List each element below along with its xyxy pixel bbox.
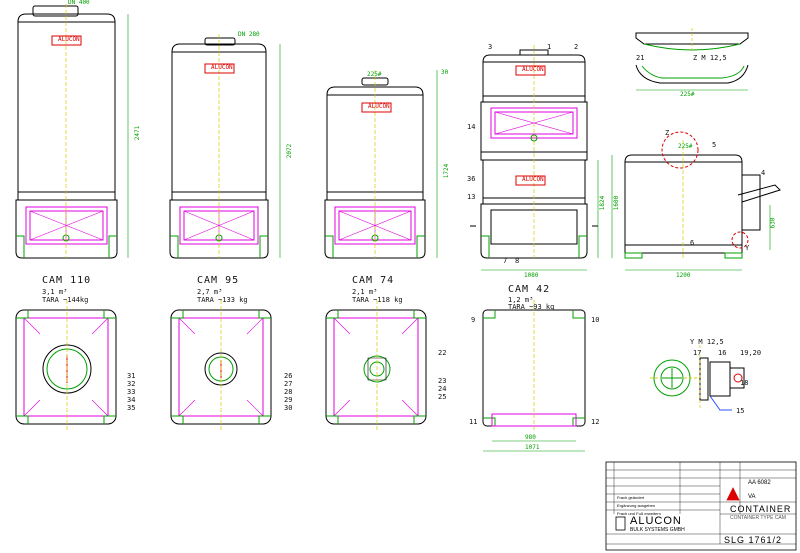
item-4: 4 [761, 169, 766, 177]
rev-row-2: Ergänzung ausgeben [617, 503, 656, 508]
item-29: 29 [284, 396, 293, 404]
item-11: 11 [469, 418, 478, 426]
detail-z [635, 28, 749, 91]
cam42-title: CAM 42 [508, 284, 551, 295]
cam74-tara: TARA ~118 kg [352, 296, 403, 304]
item-32: 32 [127, 380, 136, 388]
item-7: 7 [503, 257, 508, 265]
item-25: 25 [438, 393, 447, 401]
cam95-volume: 2,7 m³ [197, 288, 223, 296]
dim-1824: 1824 [599, 195, 607, 211]
item-19-20: 19,20 [740, 349, 762, 357]
cam74-title: CAM 74 [352, 275, 395, 286]
cam95-tara: TARA ~133 kg [197, 296, 248, 304]
cam110-volume: 3,1 m³ [42, 288, 68, 296]
brand-label-1: ALUCON [58, 36, 80, 43]
front-view-cam110 [15, 4, 129, 259]
item-15: 15 [736, 407, 745, 415]
dim-1600: 1600 [613, 195, 621, 211]
rev-row-3: Frach und Fuß erweitern [617, 511, 661, 516]
detail-z-title: Z M 12,5 [693, 54, 727, 62]
top-view-cam95 [170, 300, 272, 430]
dim-dn280: DN 280 [238, 31, 260, 38]
top-view-cam110 [15, 300, 117, 430]
rev-row-1: Frach geändert [617, 495, 645, 500]
dim-30: 30 [441, 69, 449, 76]
item-34: 34 [127, 396, 136, 404]
item-30: 30 [284, 404, 293, 412]
item-36: 36 [467, 175, 476, 183]
item-18: 18 [740, 379, 749, 387]
item-z-marker: Z [665, 129, 670, 137]
dim-dn400: DN 400 [68, 0, 90, 6]
item-10: 10 [591, 316, 600, 324]
detail-y [650, 345, 745, 411]
brand-label-3: ALUCON [368, 103, 390, 110]
item-23: 23 [438, 377, 447, 385]
cam110-tara: TARA ~144kg [42, 296, 89, 304]
dim-1080: 1080 [524, 272, 539, 279]
dim-1200: 1200 [676, 272, 691, 279]
item-17: 17 [693, 349, 702, 357]
item-3: 3 [488, 43, 493, 51]
item-y-marker: Y [745, 244, 750, 252]
item-21: 21 [636, 54, 645, 62]
item-1: 1 [547, 43, 552, 51]
cam42-tara: TARA ~93 kg [508, 303, 555, 311]
cam95-title: CAM 95 [197, 275, 240, 286]
dim-1071: 1071 [525, 444, 540, 451]
item-31: 31 [127, 372, 136, 380]
item-28: 28 [284, 388, 293, 396]
drawing-subtitle: CONTAINER TYPE CAM [730, 515, 786, 521]
brand-label-4: ALUCON [522, 66, 544, 73]
stacked-view [470, 45, 599, 271]
dim-225-side: 225# [678, 143, 693, 150]
finish-value: VA [748, 494, 756, 500]
item-6: 6 [690, 239, 695, 247]
item-5: 5 [712, 141, 717, 149]
cam110-title: CAM 110 [42, 275, 92, 286]
dim-2471: 2471 [134, 125, 142, 141]
item-13: 13 [467, 193, 476, 201]
item-33: 33 [127, 388, 136, 396]
item-16: 16 [718, 349, 727, 357]
brand-label-5: ALUCON [522, 176, 544, 183]
item-27: 27 [284, 380, 293, 388]
cam42-volume: 1,2 m³ [508, 296, 534, 304]
detail-y-title: Y M 12,5 [690, 338, 724, 346]
item-14: 14 [467, 123, 476, 131]
item-12: 12 [591, 418, 600, 426]
cam74-volume: 2,1 m³ [352, 288, 378, 296]
item-24: 24 [438, 385, 447, 393]
dim-630: 630 [769, 217, 777, 229]
title-block [605, 461, 797, 551]
item-26: 26 [284, 372, 293, 380]
dim-225-detail: 225# [680, 91, 695, 98]
item-8: 8 [515, 257, 520, 265]
dim-980: 980 [525, 434, 536, 441]
item-9: 9 [471, 316, 476, 324]
front-view-cam95 [169, 34, 281, 259]
drawing-title: CONTAINER [730, 504, 792, 514]
top-view-cam42 [482, 300, 586, 452]
dim-1724: 1724 [443, 163, 451, 179]
material-value: AA 6082 [748, 480, 771, 486]
side-view [611, 131, 781, 271]
top-view-cam74 [325, 300, 427, 430]
company-name: ALUCON [630, 515, 682, 527]
dim-2072: 2072 [286, 143, 294, 159]
item-2: 2 [574, 43, 579, 51]
dim-225-front: 225# [367, 71, 382, 78]
front-view-cam74 [324, 70, 438, 259]
item-22: 22 [438, 349, 447, 357]
brand-label-2: ALUCON [211, 64, 233, 71]
item-35: 35 [127, 404, 136, 412]
company-sub: BULK SYSTEMS GMBH [630, 527, 685, 533]
drawing-number: SLG 1761/2 [724, 535, 783, 545]
